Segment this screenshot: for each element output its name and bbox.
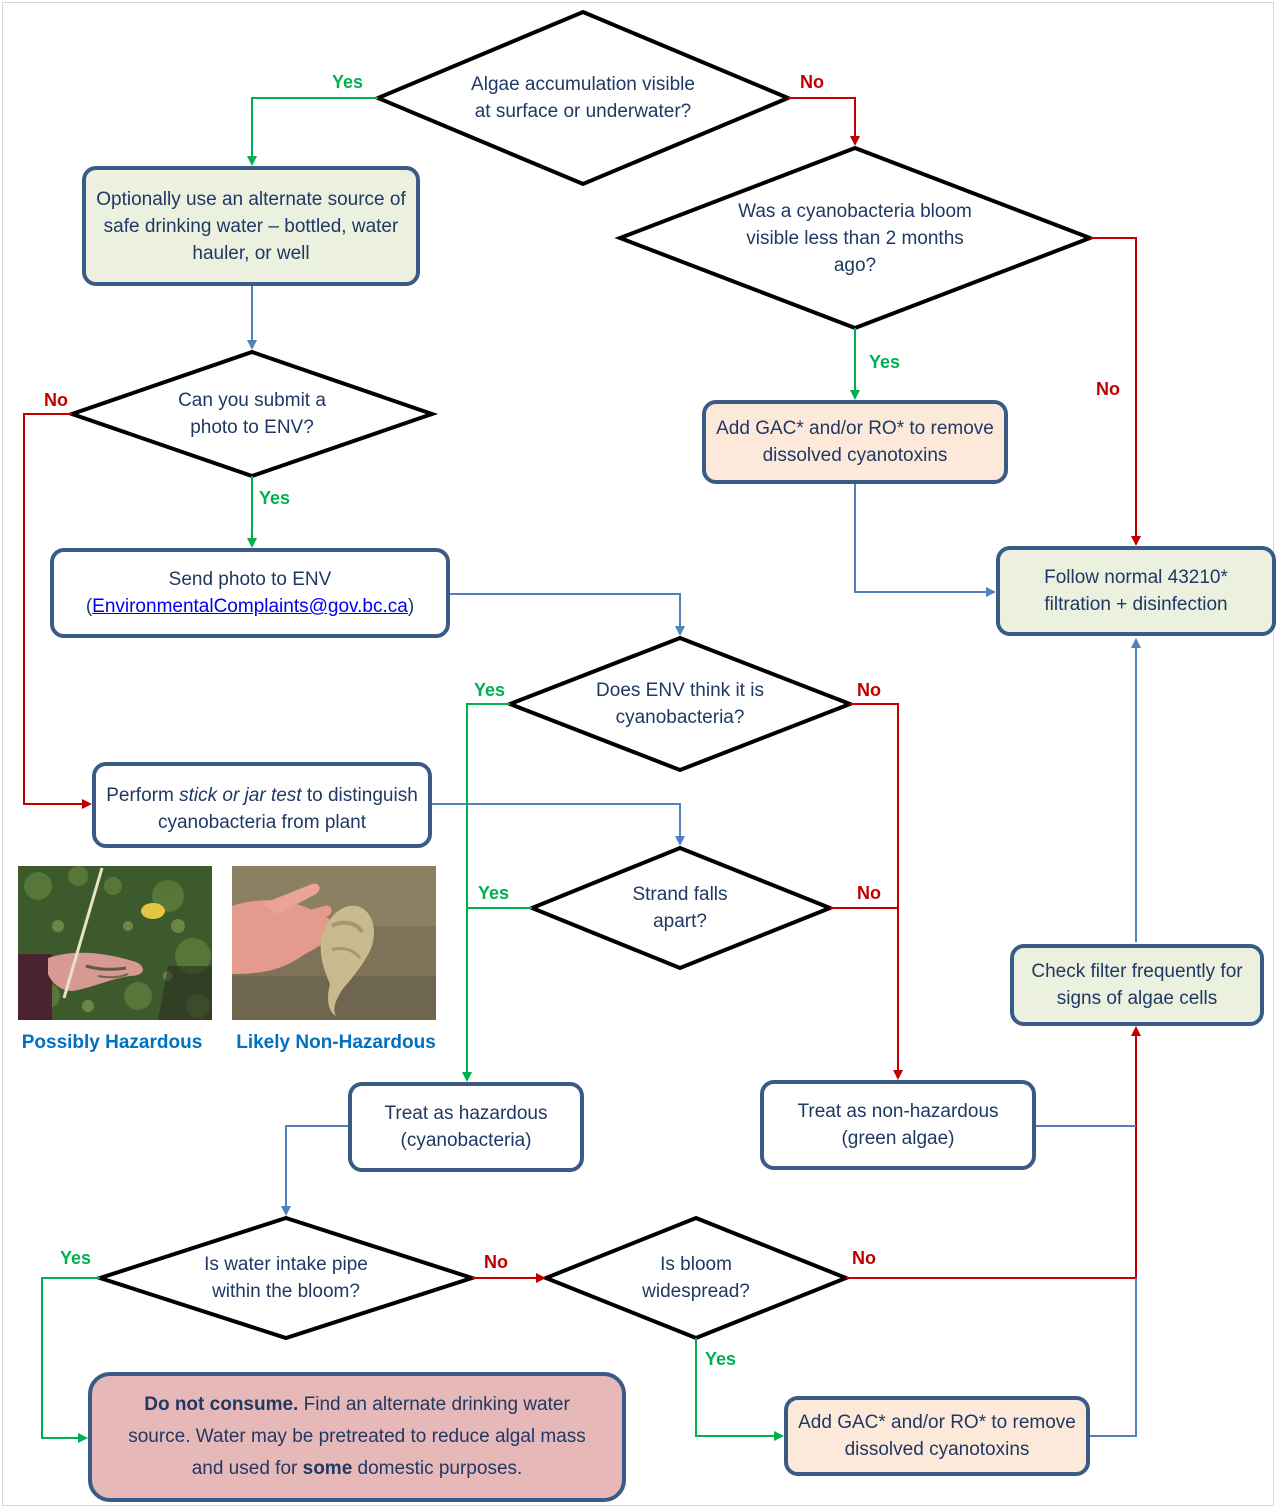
no-arrow-env-thinks [850, 703, 903, 1080]
send-photo-title: Send photo to ENV [168, 569, 332, 590]
decision-submit-photo-text: Can you submit a photo to ENV? [178, 390, 326, 438]
label-no-strand-falls: No [857, 883, 881, 903]
photo-cyanobacteria-hand [18, 866, 212, 1020]
flow-line-gac-bottom [1090, 1278, 1137, 1437]
no-arrow-algae-visible [788, 97, 860, 146]
photo-possibly-hazardous [18, 866, 212, 1020]
send-photo-email-line: (EnvironmentalComplaints@gov.bc.ca) [86, 593, 414, 620]
decision-algae-visible-text: Algae accumulation visible at surface or… [471, 74, 695, 122]
photo-algae-hand [232, 866, 436, 1020]
env-email-link[interactable]: EnvironmentalComplaints@gov.bc.ca [92, 596, 408, 617]
label-yes-intake-in-bloom: Yes [60, 1248, 92, 1268]
caption-possibly-hazardous: Possibly Hazardous [21, 1032, 203, 1053]
yes-arrow-intake-in-bloom [41, 1277, 100, 1443]
box-do-not-consume: Do not consume. Find an alternate drinki… [88, 1372, 626, 1502]
box-add-gac-top: Add GAC* and/or RO* to remove dissolved … [702, 400, 1008, 484]
label-yes-algae-visible: Yes [332, 72, 364, 92]
perform-test-pre: Perform [106, 785, 180, 806]
send-photo-paren-open: ( [85, 596, 93, 617]
send-photo-paren-close: ) [407, 596, 415, 617]
diamond-env-thinks [504, 635, 856, 773]
label-yes-bloom-recent: Yes [869, 352, 901, 372]
no-arrow-bloom-recent [1090, 237, 1141, 546]
label-yes-bloom-widespread: Yes [705, 1349, 737, 1369]
do-not-consume-some: some [302, 1458, 353, 1479]
box-alternate-source: Optionally use an alternate source of sa… [82, 166, 420, 286]
yes-arrow-bloom-widespread [695, 1338, 784, 1441]
yes-arrow-env-thinks [462, 703, 510, 1082]
diamond-strand-falls [526, 845, 836, 971]
box-send-photo: Send photo to ENV (EnvironmentalComplain… [50, 548, 450, 638]
label-yes-submit-photo: Yes [259, 488, 291, 508]
decision-strand-falls-text: Strand falls apart? [632, 884, 728, 932]
label-no-env-thinks: No [857, 680, 881, 700]
label-no-bloom-widespread: No [852, 1248, 876, 1268]
box-perform-test: Perform stick or jar test to distinguish… [92, 762, 432, 848]
decision-bloom-widespread-text: Is bloom widespread? [642, 1254, 750, 1302]
perform-test-text: Perform stick or jar test to distinguish… [106, 782, 418, 836]
label-no-intake-in-bloom: No [484, 1252, 508, 1272]
yes-arrow-algae-visible [247, 97, 378, 166]
flow-arrow-test-to-strand [432, 803, 685, 846]
box-follow-normal: Follow normal 43210* filtration + disinf… [996, 546, 1276, 636]
flow-arrow-hazardous-to-intake [281, 1125, 350, 1216]
do-not-consume-end: domestic purposes. [352, 1458, 523, 1479]
box-treat-hazardous: Treat as hazardous (cyanobacteria) [348, 1082, 584, 1172]
perform-test-post: to distinguish cyanobacteria from plant [157, 785, 418, 833]
perform-test-em: stick or jar test [179, 785, 302, 806]
decision-env-thinks-text: Does ENV think it is cyanobacteria? [596, 680, 764, 728]
label-yes-env-thinks: Yes [474, 680, 506, 700]
box-treat-nonhazardous: Treat as non-hazardous (green algae) [760, 1080, 1036, 1170]
decision-bloom-recent-text: Was a cyanobacteria bloom visible less t… [738, 200, 972, 276]
label-yes-strand-falls: Yes [478, 883, 510, 903]
decision-intake-in-bloom-text: Is water intake pipe within the bloom? [204, 1254, 368, 1302]
flow-arrow-gac-to-normal [854, 484, 996, 597]
do-not-consume-bold: Do not consume. [144, 1394, 299, 1415]
box-add-gac-bottom: Add GAC* and/or RO* to remove dissolved … [784, 1396, 1090, 1476]
no-arrow-submit-photo [23, 413, 92, 809]
flow-arrow-send-to-env [450, 593, 685, 636]
diamond-intake-in-bloom [93, 1215, 479, 1341]
do-not-consume-text: Do not consume. Find an alternate drinki… [112, 1389, 602, 1485]
do-not-consume-mid: Find an alternate drinking water source.… [128, 1394, 586, 1479]
label-no-algae-visible: No [800, 72, 824, 92]
box-check-filter: Check filter frequently for signs of alg… [1010, 944, 1264, 1026]
caption-likely-nonhazardous: Likely Non-Hazardous [236, 1032, 436, 1053]
label-no-bloom-recent: No [1096, 379, 1120, 399]
label-no-submit-photo: No [44, 390, 68, 410]
photo-likely-nonhazardous [232, 866, 436, 1020]
diamond-algae-visible [372, 9, 794, 187]
